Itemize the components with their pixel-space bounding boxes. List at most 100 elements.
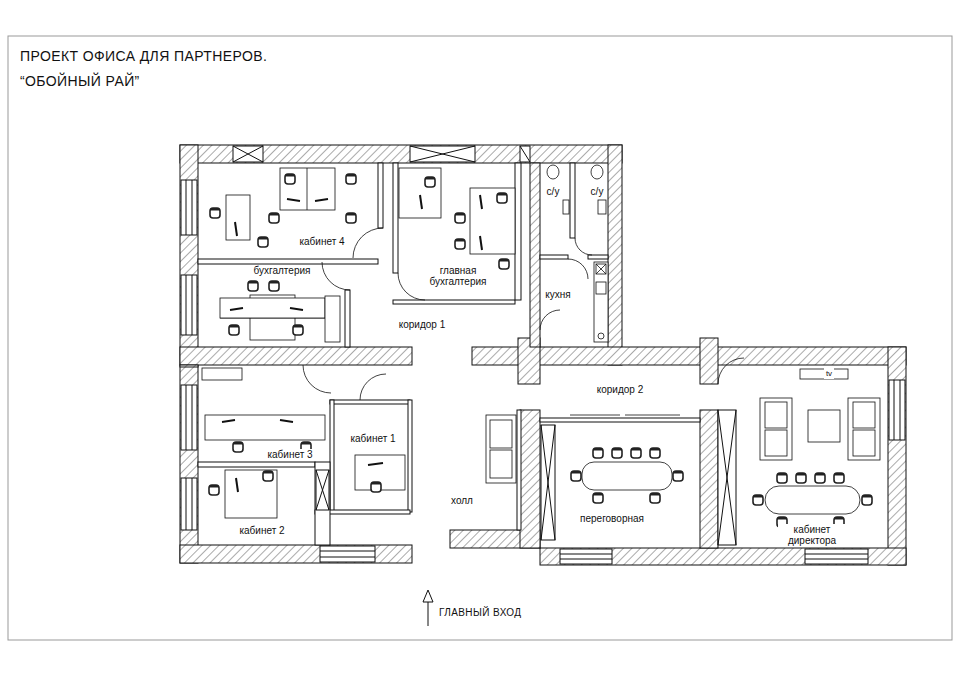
chair bbox=[834, 473, 844, 483]
room-label: переговорная bbox=[578, 513, 646, 524]
column bbox=[700, 338, 718, 384]
toilet bbox=[547, 165, 559, 179]
chair bbox=[499, 259, 509, 269]
wall bbox=[530, 163, 540, 347]
door-swing bbox=[568, 259, 588, 279]
wardrobe-cross bbox=[541, 425, 555, 540]
chair bbox=[455, 239, 465, 249]
window bbox=[889, 380, 905, 440]
chair bbox=[229, 325, 239, 335]
door-swing bbox=[398, 273, 425, 300]
sink bbox=[598, 200, 606, 214]
wardrobe-cross bbox=[718, 410, 736, 545]
chair bbox=[425, 177, 435, 187]
partition bbox=[393, 300, 515, 304]
room-label: кабинет 2 bbox=[237, 525, 286, 536]
window bbox=[233, 146, 263, 162]
partition bbox=[515, 163, 521, 300]
partition bbox=[588, 255, 608, 259]
chair bbox=[269, 281, 279, 291]
window bbox=[181, 275, 197, 335]
window bbox=[560, 549, 612, 564]
chair bbox=[455, 213, 465, 223]
director-table bbox=[765, 486, 860, 514]
partition bbox=[540, 418, 700, 422]
stove-cross bbox=[596, 264, 606, 274]
desk bbox=[399, 168, 441, 218]
door-swing bbox=[360, 374, 386, 400]
monitors bbox=[222, 195, 482, 492]
desk bbox=[280, 168, 335, 210]
desk bbox=[226, 195, 250, 240]
chair bbox=[371, 482, 381, 492]
chair bbox=[753, 495, 763, 505]
window bbox=[181, 180, 197, 235]
chair bbox=[815, 473, 825, 483]
wardrobe bbox=[718, 410, 736, 545]
chair bbox=[346, 213, 356, 223]
partition bbox=[517, 410, 521, 530]
room-label: бухгалтерия bbox=[252, 265, 313, 276]
sofa bbox=[848, 398, 880, 460]
wall bbox=[180, 545, 412, 563]
desk-divider bbox=[307, 168, 308, 210]
sink bbox=[563, 200, 569, 214]
partition bbox=[330, 400, 410, 404]
chair bbox=[612, 448, 622, 458]
window bbox=[181, 385, 197, 450]
door-swing bbox=[718, 358, 744, 384]
chair bbox=[650, 493, 660, 503]
wall bbox=[180, 145, 622, 163]
wardrobe bbox=[541, 425, 555, 540]
monitor bbox=[235, 222, 237, 236]
cabinet-cross bbox=[316, 470, 329, 510]
monitor bbox=[315, 199, 328, 201]
monitor bbox=[480, 195, 482, 209]
sofa-cushion bbox=[765, 430, 787, 456]
room-label: коридор 2 bbox=[595, 384, 646, 395]
room-label: коридор 1 bbox=[397, 319, 448, 330]
partition bbox=[570, 163, 575, 238]
chairs bbox=[209, 174, 872, 527]
chair bbox=[593, 448, 603, 458]
stove-cross bbox=[596, 264, 606, 274]
partition bbox=[540, 255, 568, 259]
entrance-label: ГЛАВНЫЙ ВХОД bbox=[437, 607, 524, 618]
partition bbox=[198, 462, 315, 467]
furniture bbox=[202, 168, 880, 531]
chair bbox=[209, 485, 219, 495]
room-label: с/у bbox=[545, 186, 562, 197]
wall bbox=[180, 365, 198, 367]
cabinet bbox=[325, 296, 340, 342]
chair bbox=[497, 193, 507, 203]
partition bbox=[378, 163, 383, 228]
cabinet bbox=[316, 470, 329, 510]
sofa-cushion bbox=[853, 430, 875, 456]
meeting-table bbox=[582, 462, 672, 490]
door-swing bbox=[353, 228, 383, 258]
kitchen-counter bbox=[594, 262, 608, 342]
partition bbox=[330, 400, 334, 512]
window bbox=[520, 146, 530, 162]
cabinet-cross bbox=[316, 470, 329, 510]
plan-title: ПРОЕКТ ОФИСА ДЛЯ ПАРТНЕРОВ. “ОБОЙНЫЙ РАЙ… bbox=[20, 44, 282, 94]
sofa-cushion bbox=[490, 420, 512, 448]
walls bbox=[180, 145, 906, 565]
chair bbox=[258, 237, 268, 247]
window bbox=[805, 549, 868, 564]
chair bbox=[346, 174, 356, 184]
wardrobe-cross bbox=[541, 425, 555, 540]
spacer bbox=[450, 530, 451, 531]
sliding-door bbox=[570, 415, 620, 416]
room-label: холл bbox=[449, 495, 475, 506]
desk bbox=[205, 415, 325, 440]
chair bbox=[248, 281, 258, 291]
fridge bbox=[596, 282, 606, 294]
desk bbox=[225, 470, 277, 518]
chair bbox=[285, 174, 295, 184]
wall bbox=[540, 548, 906, 565]
sofa-cushion bbox=[765, 402, 787, 428]
desk bbox=[470, 188, 515, 254]
wall bbox=[180, 347, 412, 365]
chair bbox=[673, 471, 683, 481]
